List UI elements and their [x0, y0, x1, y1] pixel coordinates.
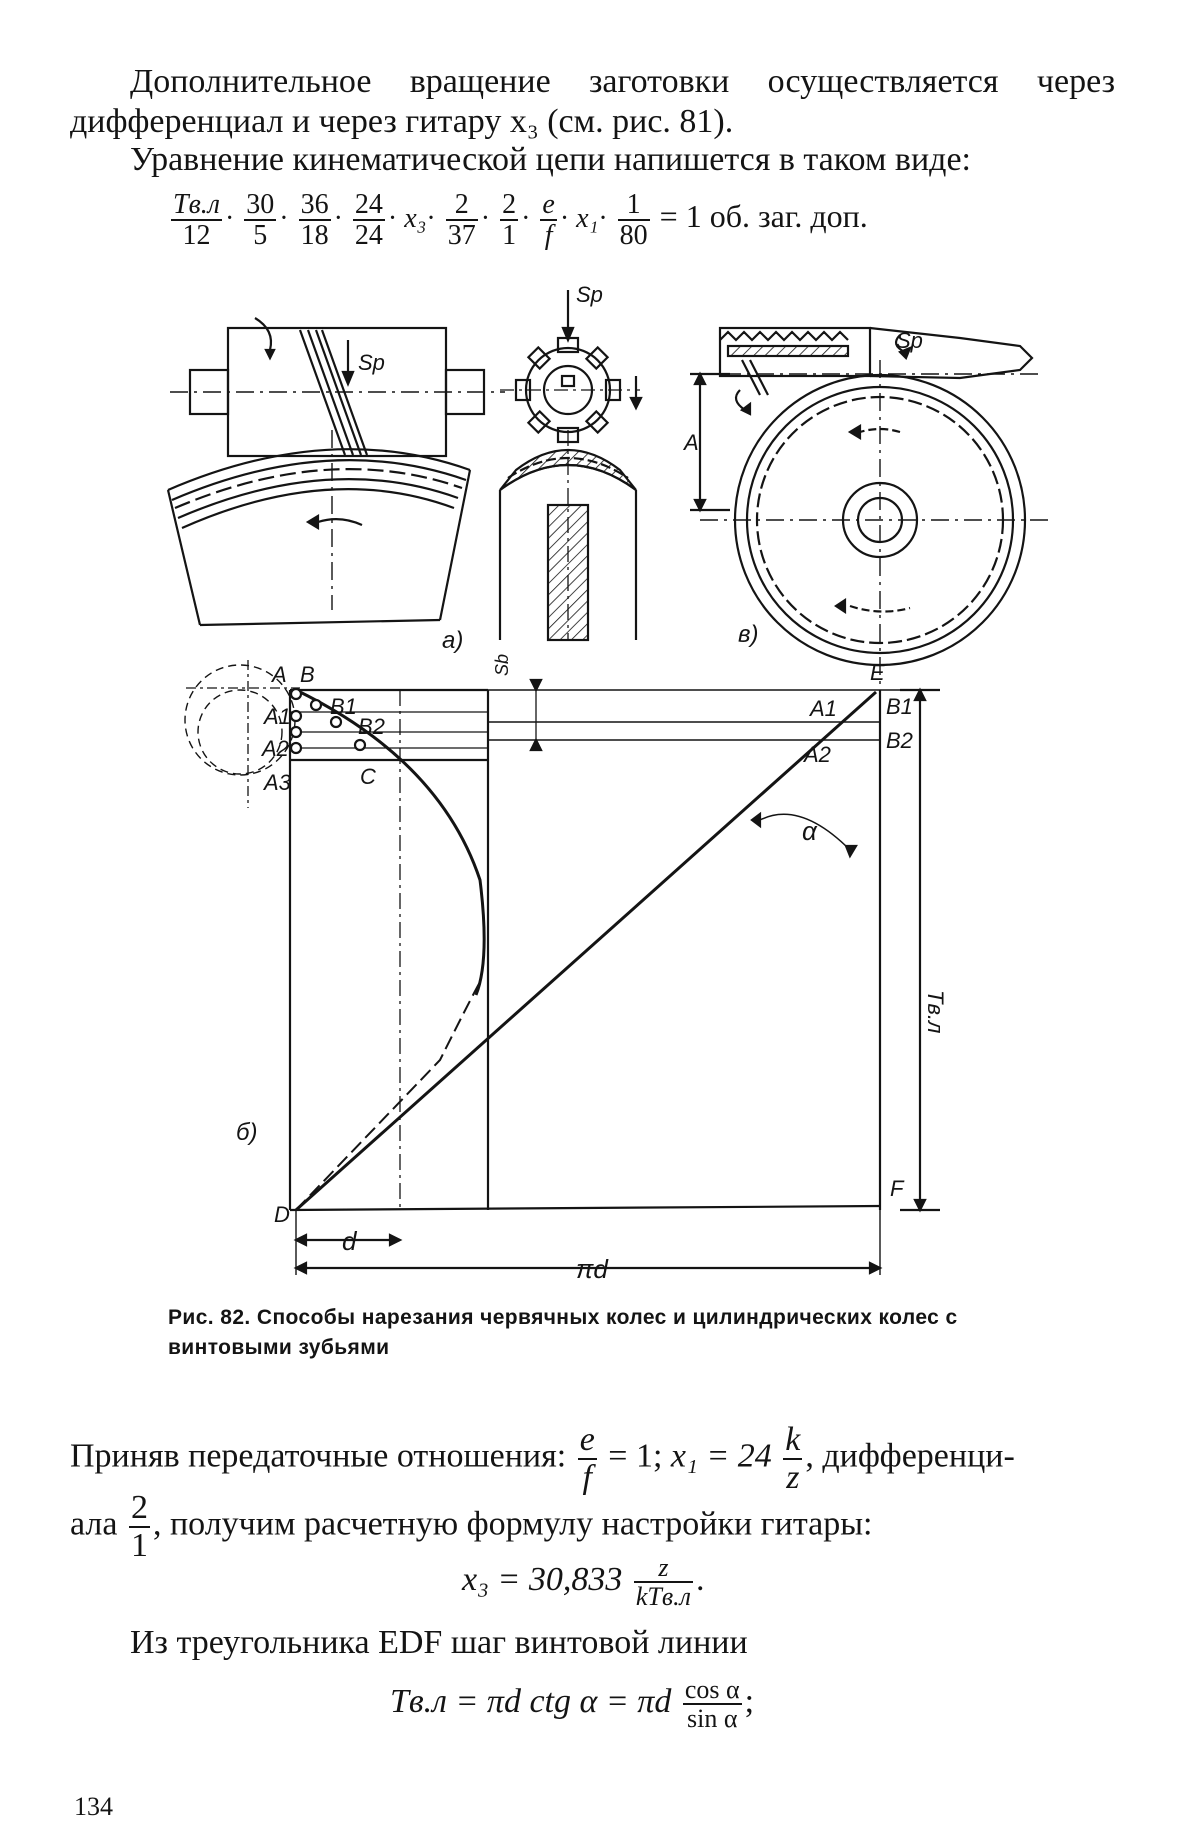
- variable-x3: x₃: [404, 202, 427, 234]
- label-point-a2-right: A2: [802, 742, 831, 767]
- label-point-a1: A1: [262, 704, 291, 729]
- development-diagram-b: [184, 660, 940, 1275]
- text-span: = 1;: [608, 1437, 663, 1475]
- fraction-numerator: 1: [617, 190, 650, 222]
- text-span: Tв.л = πd ctg α = πd: [390, 1683, 672, 1721]
- label-point-b1-right: B1: [886, 694, 913, 719]
- text-span: ала: [70, 1505, 118, 1543]
- label-pid: πd: [576, 1254, 609, 1284]
- hob-cutter-view-a: [170, 317, 505, 458]
- text-span: , дифференци-: [805, 1437, 1015, 1475]
- label-point-c: C: [360, 764, 376, 789]
- worm-wheel-segment-a: [166, 430, 472, 627]
- label-d: d: [342, 1226, 358, 1256]
- text-line-triangle: Из треугольника EDF шаг винтовой линии: [130, 1624, 748, 1661]
- label-point-e: E: [870, 660, 885, 685]
- label-sp-v: Sp: [896, 328, 923, 353]
- fraction-denominator: 1: [502, 220, 517, 252]
- fraction-denominator: f: [544, 220, 553, 252]
- label-v: в): [738, 621, 759, 648]
- fraction-numerator: e: [540, 189, 557, 222]
- paragraph-chain-equation-intro: Уравнение кинематической цепи напишется …: [130, 141, 972, 178]
- page-number: 134: [74, 1792, 113, 1821]
- fraction-numerator: Tв.л: [171, 189, 222, 222]
- fraction-denominator: 24: [354, 220, 383, 252]
- worm-wheel-section-a: [498, 430, 638, 642]
- fraction-numerator: 24: [352, 189, 385, 222]
- fraction-denominator: 1: [130, 1526, 148, 1564]
- label-b: б): [236, 1119, 258, 1146]
- label-point-f: F: [890, 1176, 905, 1201]
- text-span: ;: [744, 1683, 755, 1721]
- text-span: .: [695, 1561, 705, 1599]
- fraction-numerator: e: [577, 1421, 597, 1460]
- text-span: x₁ = 24: [670, 1437, 772, 1475]
- variable-x1: x₁: [576, 202, 599, 234]
- fraction-numerator: 2: [445, 190, 478, 222]
- text-span: x₃ = 30,833: [462, 1561, 623, 1599]
- fraction-denominator: kTв.л: [635, 1582, 691, 1612]
- fraction-denominator: 37: [447, 220, 476, 252]
- label-point-b1: B1: [330, 694, 357, 719]
- fraction-denominator: 12: [182, 220, 211, 252]
- fraction-denominator: z: [786, 1458, 800, 1496]
- label-alpha: α: [802, 816, 818, 846]
- label-sb: Sb: [492, 654, 512, 676]
- fraction-denominator: 18: [300, 220, 329, 252]
- fraction-numerator: cos α: [682, 1675, 742, 1706]
- fraction-denominator: sin α: [687, 1704, 738, 1734]
- label-dim-a: A: [682, 430, 699, 455]
- fraction-denominator: f: [582, 1458, 592, 1496]
- label-point-a2: A2: [260, 736, 289, 761]
- label-point-a1-right: A1: [808, 696, 837, 721]
- fraction-denominator: 80: [619, 220, 648, 252]
- fraction-numerator: z: [633, 1554, 693, 1584]
- label-sp-top: Sp: [576, 282, 603, 307]
- figure-caption: Рис. 82. Способы нарезания червячных кол…: [168, 1306, 958, 1359]
- paragraph-differential: Дополнительное вращение заготовки осущес…: [70, 63, 1115, 140]
- label-sp-a: Sp: [358, 350, 385, 375]
- label-point-b2-right: B2: [886, 728, 913, 753]
- label-tvl: Tв.л: [923, 990, 948, 1033]
- gear-wheel-view-v: [690, 360, 1050, 690]
- shaving-cutter-view-v: [690, 326, 1040, 416]
- label-point-d: D: [274, 1202, 290, 1227]
- text-span: Приняв передаточные отношения:: [70, 1437, 567, 1475]
- fraction-numerator: 36: [298, 189, 331, 222]
- fraction-denominator: 5: [253, 220, 268, 252]
- hob-end-view-a: [500, 290, 643, 444]
- label-point-b: B: [300, 662, 315, 687]
- fraction-numerator: 2: [500, 189, 519, 222]
- fraction-numerator: 2: [128, 1489, 150, 1528]
- label-point-b2: B2: [358, 714, 385, 739]
- equation-result: = 1 об. заг. доп.: [659, 197, 868, 234]
- label-point-a3: A3: [262, 770, 292, 795]
- text-span: , получим расчетную формулу настройки ги…: [152, 1505, 873, 1543]
- fraction-numerator: 30: [244, 189, 277, 222]
- label-a: а): [442, 627, 463, 654]
- label-point-a: A: [270, 662, 287, 687]
- fraction-numerator: k: [783, 1421, 803, 1460]
